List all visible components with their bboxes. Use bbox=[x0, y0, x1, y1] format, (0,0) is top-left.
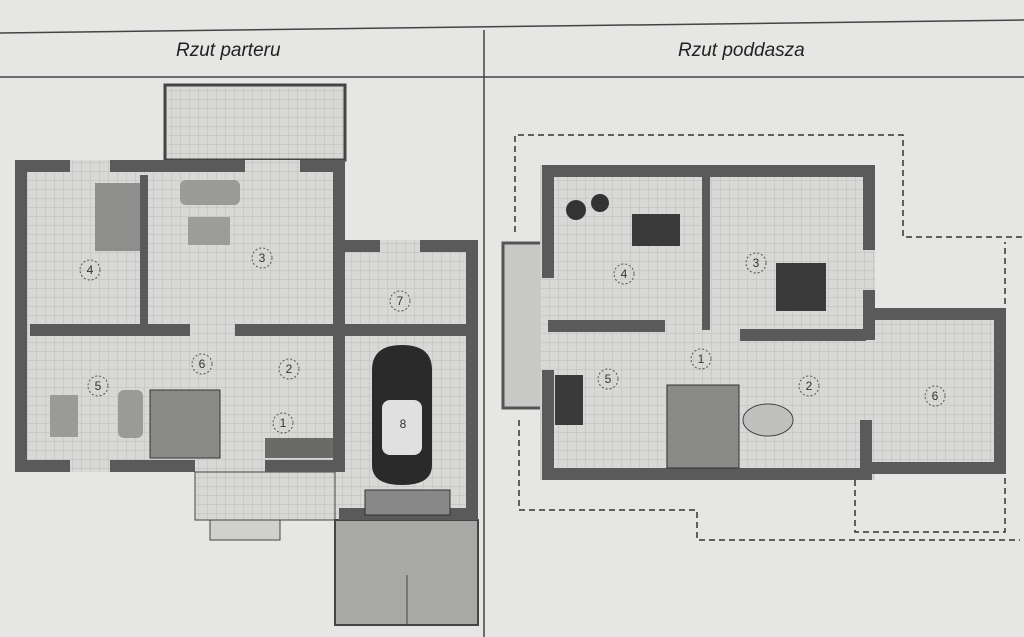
room-label: 7 bbox=[397, 294, 404, 308]
room-label: 5 bbox=[605, 372, 612, 386]
room-label: 1 bbox=[280, 416, 287, 430]
desk bbox=[50, 395, 78, 437]
roof-outline bbox=[514, 134, 1024, 533]
bathtub bbox=[742, 403, 794, 437]
interior-wall bbox=[140, 175, 148, 325]
staircase bbox=[149, 389, 221, 459]
staircase bbox=[666, 384, 740, 469]
attic-floor-plan: 1 2 3 4 5 6 bbox=[501, 134, 1024, 541]
room-label: 8 bbox=[400, 417, 407, 431]
attic-walls bbox=[542, 165, 1006, 480]
ground-floor-title: Rzut parteru bbox=[176, 40, 281, 61]
attic-annex-floor bbox=[870, 310, 1005, 468]
attic-room-labels: 1 2 3 4 5 6 bbox=[597, 252, 946, 407]
plant-icon bbox=[591, 194, 609, 212]
porch bbox=[163, 83, 347, 162]
room-label: 3 bbox=[259, 251, 266, 265]
step bbox=[209, 519, 281, 541]
plant-icon bbox=[566, 200, 586, 220]
room-label: 6 bbox=[199, 357, 206, 371]
room-label: 4 bbox=[621, 267, 628, 281]
room-label: 1 bbox=[698, 352, 705, 366]
roof-outline-lower bbox=[518, 420, 1020, 541]
dining-table bbox=[95, 183, 140, 251]
room-label: 2 bbox=[806, 379, 813, 393]
coffee-table bbox=[188, 217, 230, 245]
armchair bbox=[118, 390, 143, 438]
bed bbox=[632, 214, 680, 246]
garage-door bbox=[364, 489, 451, 516]
interior-wall bbox=[702, 175, 710, 330]
double-bed bbox=[776, 263, 826, 311]
room-label: 6 bbox=[932, 389, 939, 403]
wardrobe bbox=[265, 438, 333, 458]
ground-walls bbox=[15, 160, 478, 520]
header: Rzut parteru Rzut poddasza bbox=[0, 0, 1024, 78]
room-label: 3 bbox=[753, 256, 760, 270]
header-top-line bbox=[0, 19, 1024, 34]
room-label: 2 bbox=[286, 362, 293, 376]
sofa bbox=[180, 180, 240, 205]
entrance-steps bbox=[194, 471, 336, 521]
room-label: 5 bbox=[95, 379, 102, 393]
attic-floor-title: Rzut poddasza bbox=[678, 40, 805, 61]
ground-room-labels: 1 2 3 4 5 6 7 8 bbox=[79, 247, 413, 434]
balcony bbox=[501, 241, 547, 410]
room-label: 4 bbox=[87, 263, 94, 277]
ground-floor-plan: 1 2 3 4 5 6 7 8 bbox=[15, 83, 479, 626]
bed bbox=[555, 375, 583, 425]
